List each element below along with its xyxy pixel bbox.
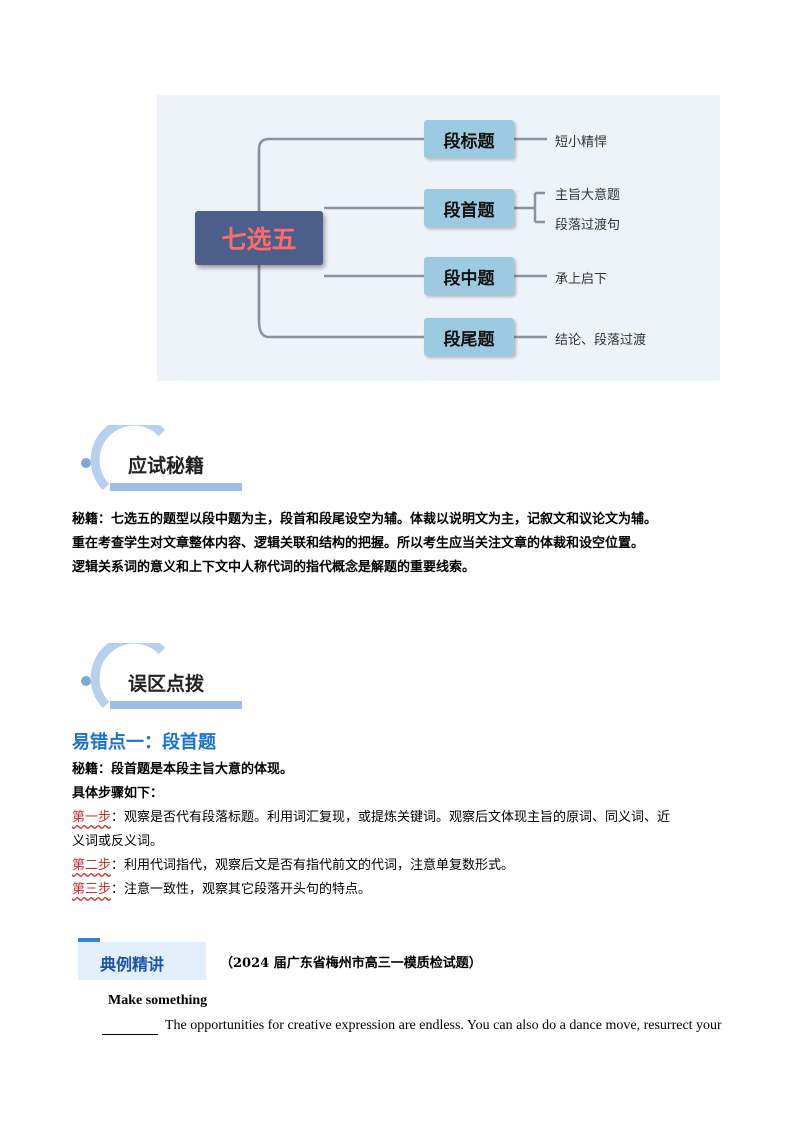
mindmap-node-paragraph-title: 段标题 — [424, 120, 514, 158]
section-header-common-mistakes: 误区点拨 — [72, 643, 262, 723]
mistake-secret: 秘籍：段首题是本段主旨大意的体现。 — [72, 762, 294, 777]
answer-blank[interactable] — [102, 1034, 158, 1035]
section-badge-icon — [81, 425, 242, 495]
tag-label: 典例精讲 — [100, 955, 165, 974]
mindmap-node-paragraph-start: 段首题 — [424, 189, 514, 227]
passage-line-1: The opportunities for creative expressio… — [165, 1018, 722, 1033]
step-1-continued: 义词或反义词。 — [72, 834, 164, 849]
mindmap-leaf: 短小精悍 — [555, 135, 608, 150]
mindmap-node-paragraph-end: 段尾题 — [424, 318, 514, 356]
mindmap-root: 七选五 — [195, 211, 323, 265]
passage-title: Make something — [108, 993, 208, 1008]
step-label: 第三步 — [72, 882, 112, 897]
step-3: 第三步：注意一致性，观察其它段落开头句的特点。 — [72, 878, 371, 902]
mindmap-leaf: 主旨大意题 — [555, 188, 621, 203]
tag-bg — [78, 942, 206, 980]
step-label: 第一步 — [72, 810, 112, 825]
section-badge-icon — [81, 643, 242, 713]
section-title: 误区点拨 — [128, 673, 205, 695]
mindmap-figure: 七选五 段标题 短小精悍 段首题 主旨大意题 段落过渡句 段中题 承上启下 段尾… — [157, 95, 720, 381]
step-label: 第二步 — [72, 858, 112, 873]
exam-tips-line-1: 秘籍：七选五的题型以段中题为主，段首和段尾设空为辅。体裁以说明文为主，记叙文和议… — [72, 512, 658, 527]
mindmap-node-paragraph-middle: 段中题 — [424, 257, 514, 295]
mistake-heading: 易错点一：段首题 — [72, 732, 216, 753]
section-title: 应试秘籍 — [128, 455, 205, 477]
example-tag: 典例精讲 — [78, 938, 206, 980]
exam-tips-line-2: 重在考查学生对文章整体内容、逻辑关联和结构的把握。所以考生应当关注文章的体裁和设… — [72, 536, 645, 551]
step-2: 第二步：利用代词指代，观察后文是否有指代前文的代词，注意单复数形式。 — [72, 854, 514, 878]
mindmap-leaf: 结论、段落过渡 — [555, 333, 647, 348]
example-source: （2024 届广东省梅州市高三一模质检试题） — [220, 956, 482, 971]
step-1: 第一步：观察是否代有段落标题。利用词汇复现，或提炼关键词。观察后文体现主旨的原词… — [72, 806, 670, 830]
step-text: ：利用代词指代，观察后文是否有指代前文的代词，注意单复数形式。 — [111, 858, 515, 873]
exam-tips-line-3: 逻辑关系词的意义和上下文中人称代词的指代概念是解题的重要线索。 — [72, 560, 476, 575]
section-header-exam-tips: 应试秘籍 — [72, 425, 262, 505]
steps-title: 具体步骤如下： — [72, 786, 164, 801]
mindmap-leaf: 段落过渡句 — [555, 218, 621, 233]
mindmap-leaf: 承上启下 — [555, 272, 608, 287]
step-text: ：观察是否代有段落标题。利用词汇复现，或提炼关键词。观察后文体现主旨的原词、同义… — [111, 810, 671, 825]
step-text: ：注意一致性，观察其它段落开头句的特点。 — [111, 882, 372, 897]
tag-accent — [78, 938, 100, 942]
